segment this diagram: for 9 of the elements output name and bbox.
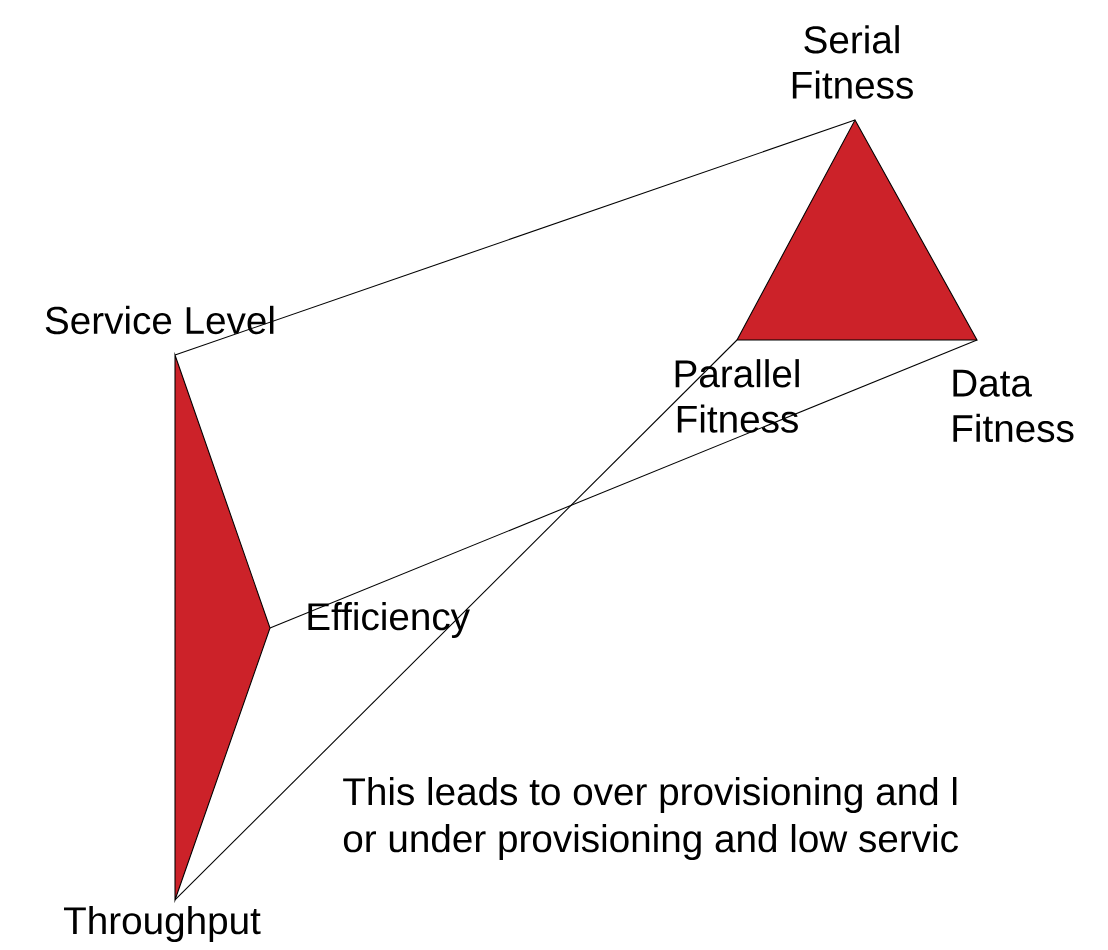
line — [174, 119, 856, 356]
vertex-label: Throughput — [64, 905, 261, 942]
note-text: This leads to over provisioning and l — [343, 776, 957, 813]
vertex-label: Serial Fitness — [792, 25, 913, 99]
line — [174, 339, 738, 901]
note-text: or under provisioning and low servic — [343, 823, 958, 860]
line — [269, 339, 978, 629]
vertex-label: Data Fitness — [953, 369, 1074, 443]
vertex-label: Service Level — [45, 305, 274, 335]
